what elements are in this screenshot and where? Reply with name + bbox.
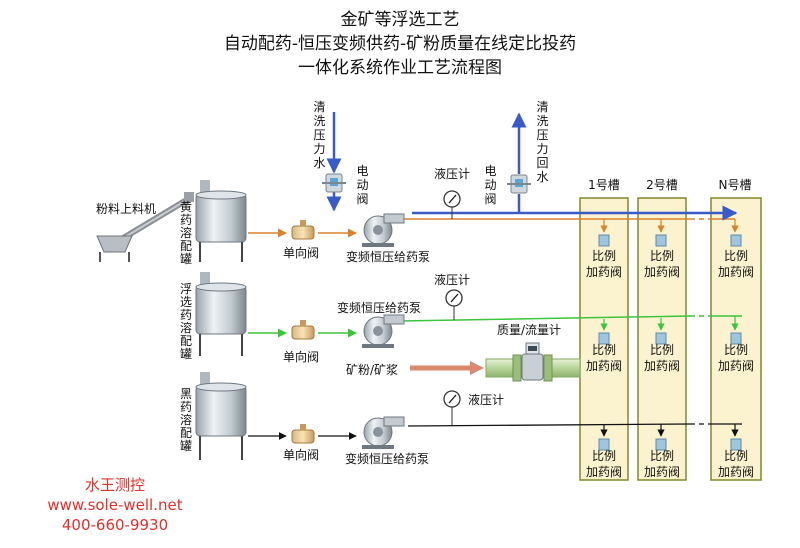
gauge-2-label: 液压计	[434, 273, 471, 287]
pump-2-icon	[362, 314, 405, 348]
ratio-valve-label: 比例加药阀	[643, 249, 680, 279]
check-valve-2-icon	[291, 320, 315, 340]
ratio-valve-label: 比例加药阀	[643, 449, 680, 479]
diagram-title-line3: 一体化系统作业工艺流程图	[298, 58, 502, 78]
diagram-title-line2: 自动配药-恒压变频供药-矿粉质量在线定比投药	[223, 34, 577, 54]
tank-2-label: 2号槽	[646, 178, 678, 192]
ratio-valve-label: 比例加药阀	[717, 249, 754, 279]
tank-black-icon	[195, 372, 247, 460]
slurry-label: 矿粉/矿浆	[346, 363, 399, 377]
pressure-gauge-1-icon	[443, 190, 461, 219]
tank-flotation-label: 浮选药溶配罐	[180, 282, 193, 361]
ratio-valve-label: 比例加药阀	[717, 343, 754, 373]
tank-1-label: 1号槽	[588, 178, 620, 192]
check-valve-3-icon	[291, 424, 315, 444]
electric-valve-1-label: 电动阀	[356, 164, 369, 206]
feeder-label: 粉料上料机	[96, 202, 157, 216]
electric-valve-2-icon	[507, 174, 531, 194]
check-valve-2-label: 单向阀	[283, 350, 320, 364]
flowmeter-icon	[521, 342, 544, 381]
ratio-valve-icons	[598, 234, 742, 451]
tank-n-label: N号槽	[718, 178, 752, 192]
flowmeter-label: 质量/流量计	[497, 323, 562, 337]
tank-flotation-icon	[195, 272, 247, 356]
pump-3-label: 变频恒压给药泵	[345, 452, 430, 466]
clean-water-return-label: 清洗压力回水	[536, 100, 549, 184]
pump-1-label: 变频恒压给药泵	[346, 250, 431, 264]
pump-3-icon	[362, 416, 405, 449]
electric-valve-1-icon	[322, 173, 346, 193]
slurry-arrow-icon	[410, 361, 484, 375]
check-valve-1-icon	[291, 220, 315, 240]
pressure-gauge-2-icon	[445, 289, 463, 320]
diagram-title-line1: 金矿等浮选工艺	[340, 10, 460, 30]
ratio-valve-label: 比例加药阀	[585, 449, 622, 479]
tank-yellow-label: 黄药溶配罐	[180, 200, 193, 266]
company-phone: 400-660-9930	[61, 516, 169, 534]
pump-2-label: 变频恒压给药泵	[337, 301, 422, 315]
pressure-gauge-3-icon	[443, 390, 461, 425]
gauge-1-label: 液压计	[434, 167, 471, 181]
ratio-valve-label: 比例加药阀	[717, 449, 754, 479]
electric-valve-2-label: 电动阀	[484, 164, 497, 206]
pump-1-icon	[362, 213, 405, 247]
ratio-valve-label: 比例加药阀	[585, 343, 622, 373]
company-name: 水王测控	[84, 476, 145, 494]
check-valve-1-label: 单向阀	[283, 246, 320, 260]
tank-yellow-icon	[195, 180, 247, 262]
ratio-valve-label: 比例加药阀	[643, 343, 680, 373]
ratio-valve-label: 比例加药阀	[585, 249, 622, 279]
clean-water-in-label: 清洗压力水	[313, 100, 326, 170]
tank-black-label: 黑药溶配罐	[180, 387, 193, 453]
powder-feeder-icon	[96, 192, 194, 262]
company-website[interactable]: www.sole-well.net	[47, 496, 183, 514]
gauge-3-label: 液压计	[468, 393, 505, 407]
check-valve-3-label: 单向阀	[283, 448, 320, 462]
